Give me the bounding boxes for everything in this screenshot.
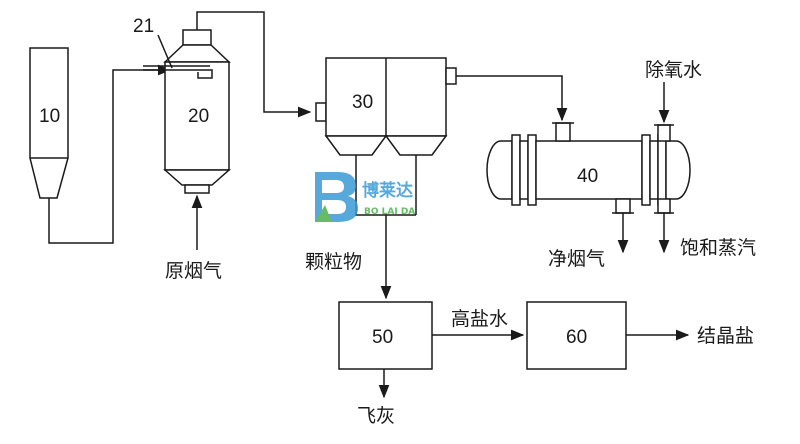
saturated-steam-label: 饱和蒸汽 [680, 237, 756, 259]
unit-21-label: 21 [133, 16, 154, 37]
unit-21-lance: 21 [133, 16, 213, 79]
unit-60-label: 60 [566, 327, 587, 348]
raw-flue-gas-label: 原烟气 [165, 260, 222, 282]
pipe-30-to-50 [355, 155, 392, 300]
unit-30-filter: 30 [315, 57, 457, 156]
unit-40-label: 40 [577, 166, 598, 187]
pipe-20-to-30 [196, 11, 312, 118]
pipe-10-to-20 [48, 64, 172, 244]
unit-50: 50 [338, 301, 433, 370]
watermark-name: 博莱达 [362, 180, 413, 201]
unit-10-cyclone: 10 [29, 47, 69, 199]
unit-10-label: 10 [39, 106, 60, 127]
unit-20-label: 20 [188, 106, 209, 127]
particles-label: 颗粒物 [305, 251, 362, 273]
pipe-30-to-40 [456, 75, 568, 122]
unit-30-label: 30 [352, 92, 373, 113]
deoxygenated-water-label: 除氧水 [645, 59, 702, 81]
high-salt-water-label: 高盐水 [451, 308, 508, 330]
crystal-salt-label: 结晶盐 [697, 325, 754, 347]
watermark-logo: 博莱达 BO LAI DA [315, 172, 415, 222]
unit-50-label: 50 [372, 327, 393, 348]
fly-ash-label: 飞灰 [357, 405, 395, 427]
unit-40-exchanger: 40 [486, 122, 691, 214]
watermark-latin: BO LAI DA [364, 207, 415, 217]
unit-60: 60 [526, 301, 627, 370]
clean-flue-gas-label: 净烟气 [548, 248, 605, 270]
unit-20-tower: 20 [163, 29, 231, 194]
